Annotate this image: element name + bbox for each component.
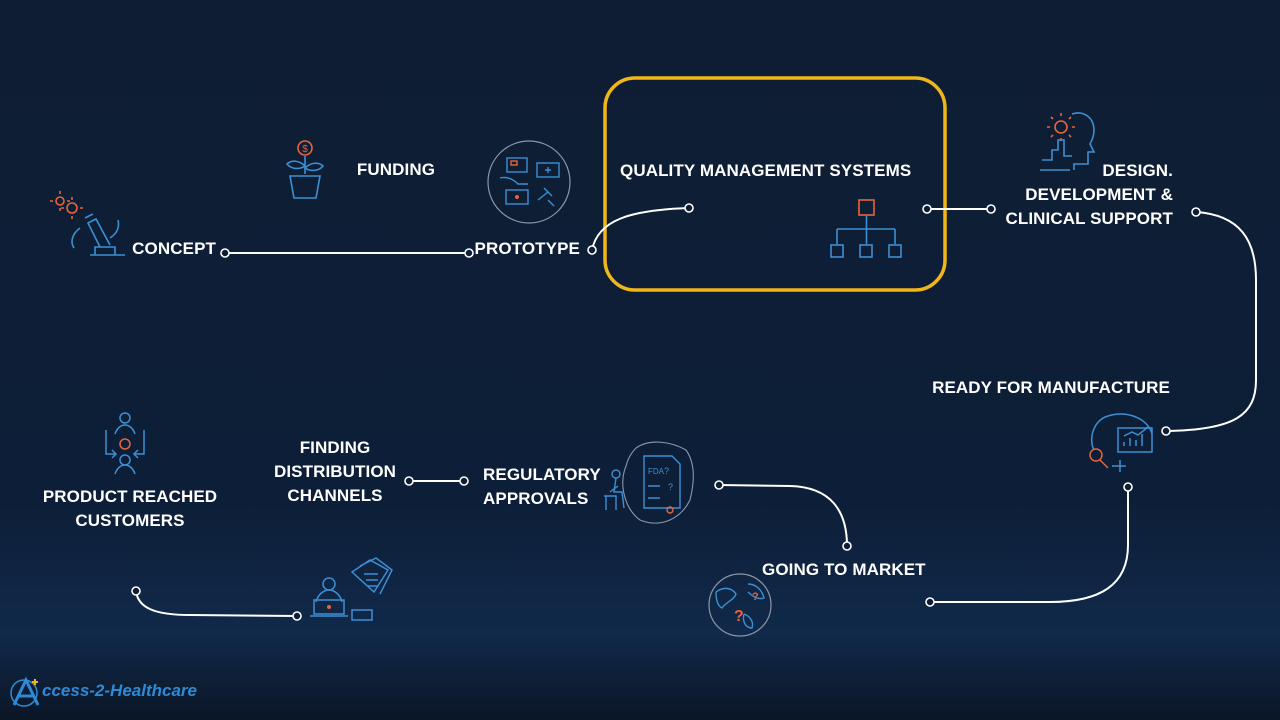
node-dot: [922, 204, 932, 214]
node-dot: [1161, 426, 1171, 436]
qms-highlight-box: [603, 76, 947, 292]
node-dot: [1123, 482, 1133, 492]
node-dot: [714, 480, 724, 490]
svg-text:?: ?: [668, 482, 673, 492]
node-dot: [464, 248, 474, 258]
step-label-prototype: PROTOTYPE: [474, 239, 580, 258]
laptop-person-icon: [310, 557, 393, 621]
analytics-magnifier-icon: [1089, 413, 1153, 472]
connector-market-regulatory: [718, 484, 848, 547]
logo-a-icon: [10, 676, 40, 707]
step-label-regulatory: REGULATORY APPROVALS: [483, 465, 601, 508]
head-gear-icon: [1040, 112, 1096, 171]
node-dot: [587, 245, 597, 255]
org-chart-icon: [830, 199, 902, 258]
connector-design-manufacture: [1165, 211, 1257, 432]
node-dot: [404, 476, 414, 486]
svg-text:?: ?: [752, 591, 759, 603]
node-dot: [292, 611, 302, 621]
node-dot: [925, 597, 935, 607]
microscope-gear-icon: [50, 191, 125, 256]
step-label-manufacture: READY FOR MANUFACTURE: [932, 378, 1170, 397]
prototype-devices-icon: [487, 140, 571, 224]
step-label-market: GOING TO MARKET: [762, 560, 926, 579]
people-exchange-icon: [105, 412, 145, 475]
svg-text:?: ?: [734, 608, 744, 625]
node-dot: [684, 203, 694, 213]
node-dot: [842, 541, 852, 551]
brand-logo: ccess-2-Healthcare: [8, 676, 208, 708]
svg-text:$: $: [302, 144, 308, 155]
step-label-design: DESIGN. DEVELOPMENT & CLINICAL SUPPORT: [1005, 161, 1173, 228]
connector-customers-distribution: [135, 590, 298, 617]
connector-manufacture-market: [930, 487, 1129, 603]
step-label-concept: CONCEPT: [132, 239, 216, 258]
svg-text:FDA: FDA: [648, 467, 665, 476]
step-label-distribution: FINDING DISTRIBUTION CHANNELS: [273, 438, 397, 505]
svg-text:?: ?: [664, 466, 669, 476]
node-dot: [220, 248, 230, 258]
node-dot: [1191, 207, 1201, 217]
node-dot: [986, 204, 996, 214]
step-label-funding: FUNDING: [356, 160, 436, 179]
money-plant-icon: $: [285, 140, 325, 199]
node-dot: [131, 586, 141, 596]
globe-question-icon: ? ?: [708, 573, 772, 637]
logo-text: ccess-2-Healthcare: [42, 681, 197, 700]
step-label-customers: PRODUCT REACHED CUSTOMERS: [42, 487, 218, 530]
fda-document-icon: FDA ? ?: [604, 441, 694, 524]
node-dot: [459, 476, 469, 486]
step-label-qms: QUALITY MANAGEMENT SYSTEMS: [620, 161, 912, 180]
connector-prototype-qms: [591, 207, 690, 251]
